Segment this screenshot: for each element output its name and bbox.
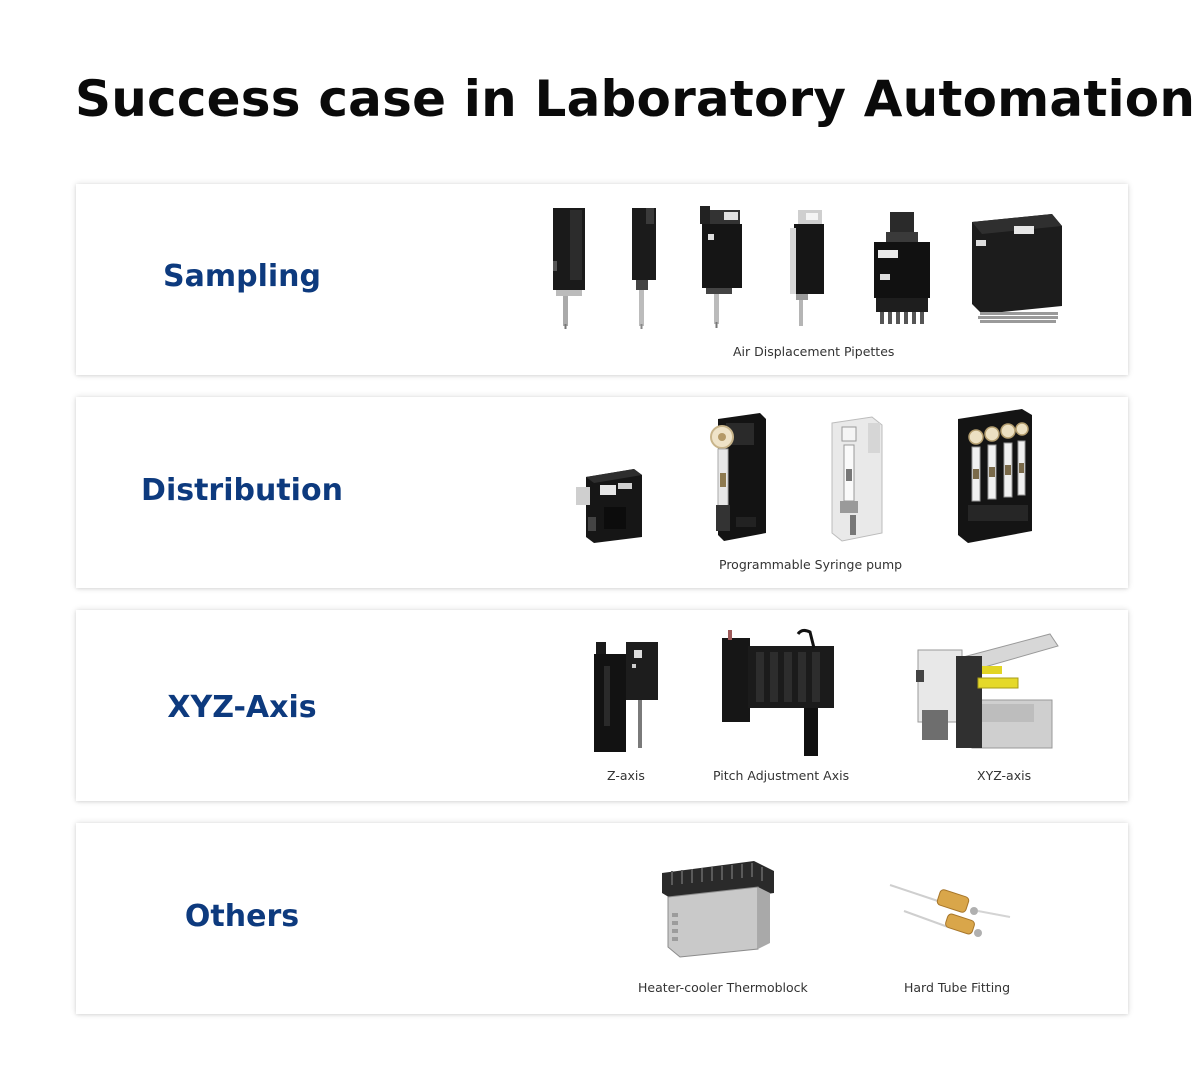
caption: XYZ-axis [977, 768, 1032, 783]
category-label: Sampling [163, 259, 321, 294]
category-label: XYZ-Axis [167, 690, 317, 725]
96-channel-head-image [966, 212, 1068, 328]
caption: Hard Tube Fitting [904, 980, 1011, 995]
caption: Programmable Syringe pump [719, 557, 903, 572]
pitch-adjustment-axis-image [718, 628, 838, 760]
page-title: Success case in Laboratory Automation [75, 70, 1196, 128]
syringe-pump-image [828, 415, 888, 543]
category-label: Distribution [141, 473, 343, 508]
pipette-image [550, 206, 590, 331]
section-card-xyz-axis: XYZ-Axis [76, 610, 1128, 801]
pipette-image [784, 208, 828, 330]
pipette-image [698, 204, 746, 331]
hard-tube-fitting-image [888, 881, 1012, 941]
caption: Z-axis [607, 768, 645, 783]
multichannel-pipette-image [868, 210, 936, 330]
category-label: Others [184, 899, 300, 934]
syringe-pump-image [574, 467, 644, 545]
section-card-distribution: Distribution [76, 397, 1128, 588]
multi-syringe-pump-image [952, 407, 1036, 545]
xyz-axis-image [912, 630, 1062, 758]
caption: Pitch Adjustment Axis [713, 768, 850, 783]
z-axis-image [590, 636, 662, 756]
thermoblock-image [658, 857, 778, 961]
caption: Air Displacement Pipettes [733, 344, 895, 359]
section-card-sampling: Sampling [76, 184, 1128, 375]
syringe-pump-image [700, 413, 770, 543]
caption: Heater-cooler Thermoblock [638, 980, 808, 995]
pipette-image [628, 206, 658, 331]
section-card-others: Others [76, 823, 1128, 1014]
